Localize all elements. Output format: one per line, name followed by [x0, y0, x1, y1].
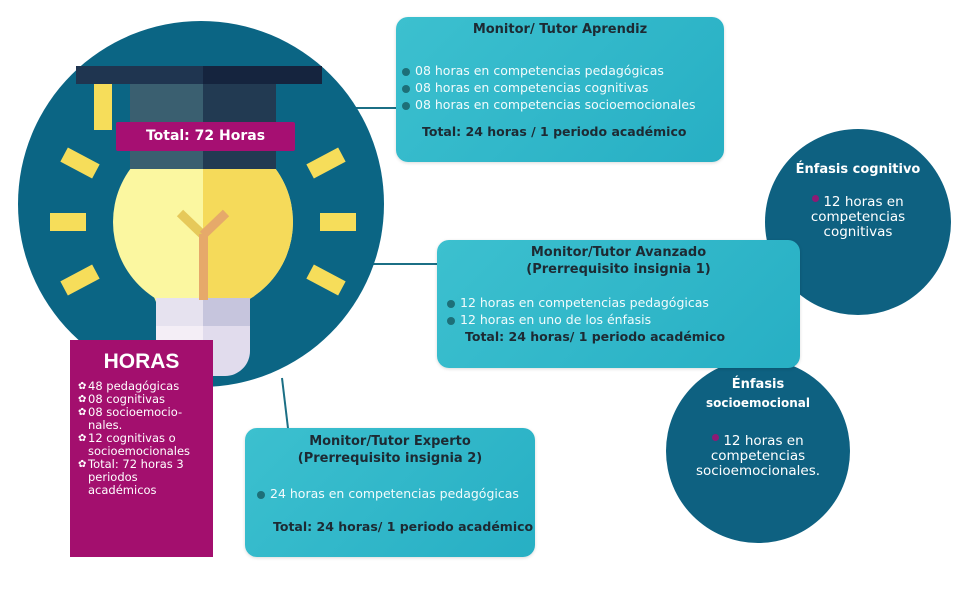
card-total: Total: 24 horas/ 1 periodo académico [273, 519, 534, 534]
gear-bullet-icon: ✿ [78, 433, 87, 444]
list-item: ✿08 socioemocio-nales. [78, 405, 183, 432]
list-item: 08 horas en competencias cognitivas [402, 79, 724, 96]
card-title: Monitor/Tutor Experto [309, 434, 471, 449]
gear-bullet-icon [402, 101, 410, 110]
card-tutor-aprendiz: Monitor/ Tutor Aprendiz 08 horas en comp… [396, 17, 724, 162]
enfasis-title: Énfasis [731, 377, 785, 392]
list-item: 24 horas en competencias pedagógicas [257, 485, 535, 502]
card-title: Monitor/Tutor Avanzado [530, 245, 707, 260]
bullet-icon [812, 195, 820, 202]
horas-title: HORAS [103, 350, 180, 373]
gear-bullet-icon: ✿ [78, 381, 87, 392]
card-title: Monitor/ Tutor Aprendiz [472, 22, 648, 37]
gear-bullet-icon: ✿ [78, 407, 87, 418]
gear-bullet-icon [402, 84, 410, 93]
light-rays-icon [50, 147, 356, 296]
card-total: Total: 24 horas/ 1 periodo académico [465, 329, 726, 344]
list-item: 12 horas en uno de los énfasis [447, 311, 800, 328]
card-subtitle: (Prerrequisito insignia 2) [297, 451, 483, 466]
gear-bullet-icon [257, 490, 265, 499]
total-hours-tag: Total: 72 Horas [116, 122, 295, 151]
bullet-icon [712, 434, 720, 441]
enfasis-cognitivo-text: Énfasis cognitivo 12 horas en competenci… [778, 162, 938, 240]
circle-enfasis-socio [666, 359, 850, 543]
list-item: 08 horas en competencias pedagógicas [402, 62, 724, 79]
card-tutor-experto: Monitor/Tutor Experto (Prerrequisito ins… [245, 428, 535, 557]
card-tutor-avanzado: Monitor/Tutor Avanzado (Prerrequisito in… [437, 240, 800, 368]
list-item: ✿12 cognitivas o socioemocionales [78, 431, 191, 458]
gear-bullet-icon [447, 316, 455, 325]
list-item: ✿Total: 72 horas 3 periodos académicos [78, 457, 184, 497]
gear-bullet-icon [447, 299, 455, 308]
enfasis-title: Énfasis cognitivo [795, 162, 921, 177]
list-item: ✿08 cognitivas [78, 392, 165, 406]
list-item: 08 horas en competencias socioemocionale… [402, 96, 724, 113]
list-item: ✿48 pedagógicas [78, 379, 180, 393]
horas-summary-panel: HORAS ✿48 pedagógicas ✿08 cognitivas ✿08… [70, 340, 213, 557]
gear-bullet-icon: ✿ [78, 459, 87, 470]
circle-enfasis-cognitivo [765, 129, 951, 315]
card-total: Total: 24 horas / 1 periodo académico [422, 124, 687, 139]
card-subtitle: (Prerrequisito insignia 1) [526, 262, 711, 277]
list-item: 12 horas en competencias pedagógicas [447, 294, 800, 311]
gear-bullet-icon [402, 67, 410, 76]
gear-bullet-icon: ✿ [78, 394, 87, 405]
enfasis-socio-text: Énfasis socioemocional 12 horas en compe… [678, 377, 838, 479]
